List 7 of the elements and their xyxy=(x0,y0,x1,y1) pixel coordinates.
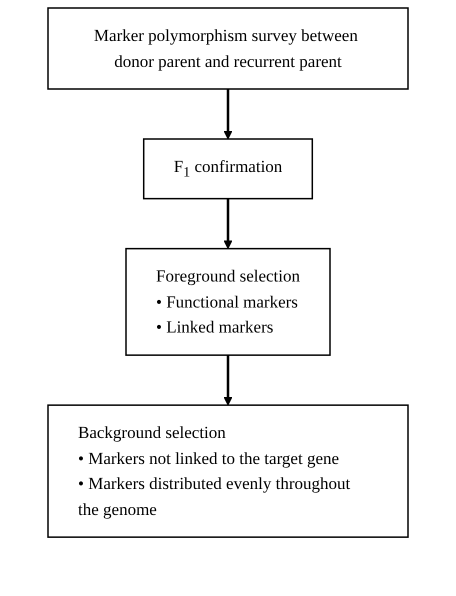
arrow xyxy=(224,89,232,140)
node-box: Marker polymorphism survey between donor parent and recurrent parent xyxy=(47,7,409,90)
arrow xyxy=(224,198,232,250)
node-box: Background selection • Markers not linked to the target gene • Markers distributed evenly throughout the genome xyxy=(47,404,409,538)
node-box: Foreground selection • Functional markers • Linked markers xyxy=(125,248,331,356)
node-box: F$_{1}$ confirmation xyxy=(142,138,314,200)
arrow xyxy=(224,355,232,406)
